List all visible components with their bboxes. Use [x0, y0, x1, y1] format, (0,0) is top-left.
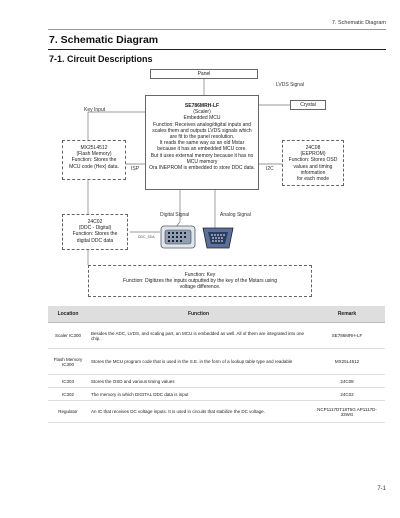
- eeprom-line: for each mode: [297, 176, 329, 183]
- edid-line: (DDC - Digital): [78, 225, 112, 232]
- table-cell-remark: NCP1117DT18T5G AP1117D-33WG: [309, 400, 385, 423]
- isp-label: ISP: [131, 166, 140, 172]
- table-cell-location: Flash Memory IC300: [48, 348, 88, 375]
- func-line: Function: Digitizes the inputs outputted…: [123, 278, 277, 285]
- key-input-label: Key Input: [84, 107, 106, 113]
- func-line: Function: Key: [184, 272, 216, 278]
- table-row: IC302 The memory in which DIGITAL DDC da…: [48, 387, 385, 401]
- table-cell-function: Stores the OSD and various timing values: [88, 374, 309, 388]
- eeprom-line: information: [300, 169, 326, 176]
- scaler-line: because it has an embedded MCU core.: [157, 146, 247, 153]
- table-cell-remark: 24C02: [309, 387, 385, 401]
- table-cell-remark: 24C08: [309, 374, 385, 388]
- table-cell-remark: MX25L4512: [309, 348, 385, 375]
- table-cell-function: The memory in which DIGITAL DDC data is …: [88, 387, 309, 401]
- flash-line: Function: Stores the: [71, 157, 117, 164]
- scaler-line: scales them and outputs LVDS signals whi…: [152, 127, 252, 134]
- header-divider: [48, 29, 386, 30]
- scaler-line: Function: Receives analog/digital inputs…: [153, 121, 251, 128]
- flash-memory-box: MX25L4512 (Flash Memory) Function: Store…: [62, 140, 126, 180]
- analog-signal-label: Analog Signal: [220, 212, 251, 218]
- scaler-line: It reads the same way as an old Mstar: [159, 140, 245, 147]
- table-cell-location: Regulator: [48, 400, 88, 423]
- eeprom-line: Function: Stores OSD: [288, 157, 338, 164]
- table-header-function: Function: [88, 306, 309, 323]
- table-cell-location: Scaler IC300: [48, 322, 88, 349]
- crystal-label: Crystal: [300, 102, 316, 108]
- table-cell-function: Besides the ADC, LVDS, and scaling part,…: [88, 322, 309, 349]
- section-subtitle: 7-1. Circuit Descriptions: [49, 54, 153, 64]
- scaler-line: SE786MRH-LF: [184, 103, 220, 109]
- dvi-connector-icon: [160, 225, 196, 249]
- vga-connector-icon: [202, 227, 234, 249]
- function-key-box: Function: Key Function: Digitizes the in…: [88, 265, 312, 297]
- page-title: 7. Schematic Diagram: [49, 34, 159, 46]
- lvds-signal-label: LVDS Signal: [276, 82, 304, 88]
- panel-box: Panel: [150, 69, 258, 79]
- table-cell-function: Stores the MCU program code that is used…: [88, 348, 309, 375]
- table-row: IC303 Stores the OSD and various timing …: [48, 374, 385, 388]
- table-row: Scaler IC300 Besides the ADC, LVDS, and …: [48, 322, 385, 349]
- scaler-line: are fit to the panel resolution.: [169, 134, 235, 141]
- ddc-line-label: DDC_SDA: [138, 235, 155, 239]
- table-cell-function: An IC that receives DC voltage inputs. I…: [88, 400, 309, 423]
- table-cell-remark: SE786MRH-LF: [309, 322, 385, 349]
- eeprom-line: (EEPROM): [300, 151, 326, 158]
- digital-signal-label: Digital Signal: [160, 212, 190, 218]
- edid-line: 24C02: [87, 219, 103, 225]
- edid-line: digital DDC data: [76, 237, 114, 244]
- crystal-box: Crystal: [290, 100, 326, 110]
- scaler-line: Embedded MCU: [183, 115, 221, 122]
- table-header-location: Location: [48, 306, 88, 323]
- edid-line: Function: Stores the: [72, 231, 118, 238]
- eeprom-line: values and timing: [293, 163, 333, 170]
- eeprom-line: 24C08: [305, 145, 321, 151]
- flash-line: MX25L4512: [80, 145, 108, 151]
- table-header-remark: Remark: [309, 306, 385, 323]
- table-cell-location: IC302: [48, 387, 88, 401]
- flash-line: MCU code (Hex) data.: [69, 163, 119, 170]
- func-line: voltage difference.: [179, 284, 221, 291]
- table-cell-location: IC303: [48, 374, 88, 388]
- ddc-memory-box: 24C02 (DDC - Digital) Function: Stores t…: [62, 214, 128, 250]
- page-number: 7-1: [377, 486, 386, 492]
- scaler-line: But it uses external memory because it h…: [150, 152, 254, 159]
- eeprom-box: 24C08 (EEPROM) Function: Stores OSD valu…: [282, 140, 344, 186]
- scaler-line: MCU memory: [186, 158, 218, 165]
- scaler-line: Ora INEPROM is embedded to store DDC dat…: [149, 165, 255, 172]
- flash-line: (Flash Memory): [76, 151, 112, 158]
- table-row: Flash Memory IC300 Stores the MCU progra…: [48, 348, 385, 375]
- title-divider: [48, 49, 386, 50]
- section-header-label: 7. Schematic Diagram: [331, 20, 386, 26]
- i2c-label: I2C: [266, 166, 274, 172]
- scaler-box: SE786MRH-LF (Scaler) Embedded MCU Functi…: [145, 95, 259, 190]
- panel-label: Panel: [197, 71, 211, 77]
- scaler-line: (Scaler): [193, 109, 211, 116]
- table-header-row: Location Function Remark: [48, 306, 385, 323]
- table-row: Regulator An IC that receives DC voltage…: [48, 400, 385, 423]
- circuit-description-table: Location Function Remark Scaler IC300 Be…: [48, 306, 385, 423]
